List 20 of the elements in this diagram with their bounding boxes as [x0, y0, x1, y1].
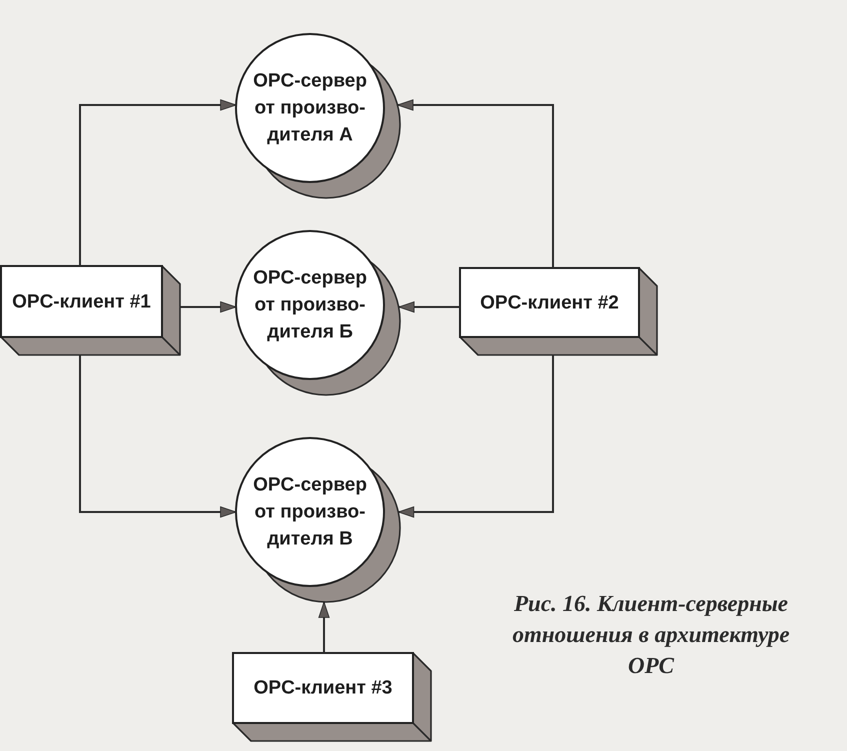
client-label: OPC-клиент #3 — [254, 676, 392, 700]
server-circle — [234, 436, 402, 604]
figure-caption: Рис. 16. Клиент-серверные отношения в архитектуре OPC — [511, 590, 791, 680]
client-box — [459, 267, 658, 356]
arrow — [397, 99, 554, 268]
arrow — [398, 355, 554, 518]
server-label: OPC-сервер от произво-дителя Б — [252, 266, 368, 344]
client-box — [232, 652, 432, 742]
server-circle — [234, 229, 402, 397]
arrow — [79, 99, 236, 266]
arrow — [180, 301, 236, 313]
server-label: OPC-сервер от произво-дителя В — [252, 474, 368, 552]
arrow — [398, 301, 460, 313]
arrow — [79, 355, 236, 518]
arrow — [318, 602, 330, 653]
client-label: OPC-клиент #2 — [480, 291, 619, 315]
client-box — [0, 265, 181, 356]
client-label: OPC-клиент #1 — [12, 290, 151, 314]
server-circle — [234, 32, 402, 200]
server-label: OPC-сервер от произво-дителя А — [252, 70, 368, 148]
